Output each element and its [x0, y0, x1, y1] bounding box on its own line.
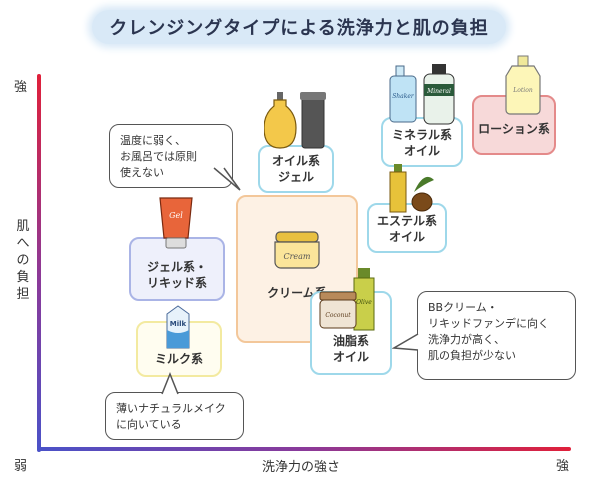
callout-temperature-tail [213, 167, 241, 191]
mineral-bottles-icon: Shaker Mineral [389, 64, 455, 125]
oil-gel-label: オイル系 ジェル [271, 154, 320, 184]
lotion-bottle-text: Lotion [512, 87, 533, 94]
x-axis [37, 447, 571, 451]
lotion-label: ローション系 [478, 122, 550, 136]
y-axis-high-label: 強 [14, 80, 28, 95]
gel-tube-text: Gel [169, 211, 183, 220]
olive-bottle-text: Olive [356, 299, 372, 306]
spray-bottle-text: Shaker [392, 93, 415, 100]
gel-liquid-box: ジェル系・ リキッド系 [129, 237, 225, 301]
oil-gel-box: オイル系 ジェル [258, 145, 334, 193]
page-title: クレンジングタイプによる洗浄力と肌の負担 [109, 18, 489, 39]
cream-jar-icon: Cream [274, 231, 320, 269]
mineral-bottle-text: Mineral [426, 88, 451, 95]
callout-bb-cream: BBクリーム・ リキッドファンデに向く 洗浄力が高く、 肌の負担が少ない [417, 291, 576, 380]
mineral-oil-label: ミネラル系 オイル [391, 128, 452, 158]
x-axis-label: 洗浄力の強さ [262, 460, 341, 475]
ester-oil-label: エステル系 オイル [376, 214, 437, 244]
callout-natural-makeup: 薄いナチュラルメイク に向いている [105, 392, 244, 440]
title-background [92, 10, 506, 44]
y-axis-label: 肌への負担 [16, 219, 30, 302]
y-axis [37, 74, 41, 452]
coconut-jar-text: Coconut [325, 312, 351, 319]
gel-tube-icon: Gel [159, 197, 193, 249]
callout-bb-cream-tail [392, 333, 419, 351]
milk-carton-text: Milk [170, 320, 187, 328]
mineral-oil-box: ミネラル系 オイル [381, 117, 463, 167]
milk-label: ミルク系 [154, 352, 203, 366]
callout-natural-makeup-tail [161, 372, 179, 395]
milk-carton-icon: Milk [166, 305, 190, 349]
oil-bottle-tube-icon [264, 92, 326, 149]
ester-oil-box: エステル系 オイル [367, 203, 447, 253]
x-axis-low-label: 弱 [14, 459, 28, 474]
gel-liquid-label: ジェル系・ リキッド系 [146, 260, 207, 290]
fat-oil-label: 油脂系 オイル [332, 334, 369, 364]
coconut-olive-icon: Olive Coconut [319, 268, 375, 331]
cream-jar-text: Cream [283, 252, 310, 261]
x-axis-high-label: 強 [556, 459, 570, 474]
lotion-bottle-icon: Lotion [505, 55, 541, 115]
callout-temperature: 温度に弱く、 お風呂では原則 使えない [109, 124, 233, 188]
ester-oil-bottle-icon [389, 164, 434, 213]
